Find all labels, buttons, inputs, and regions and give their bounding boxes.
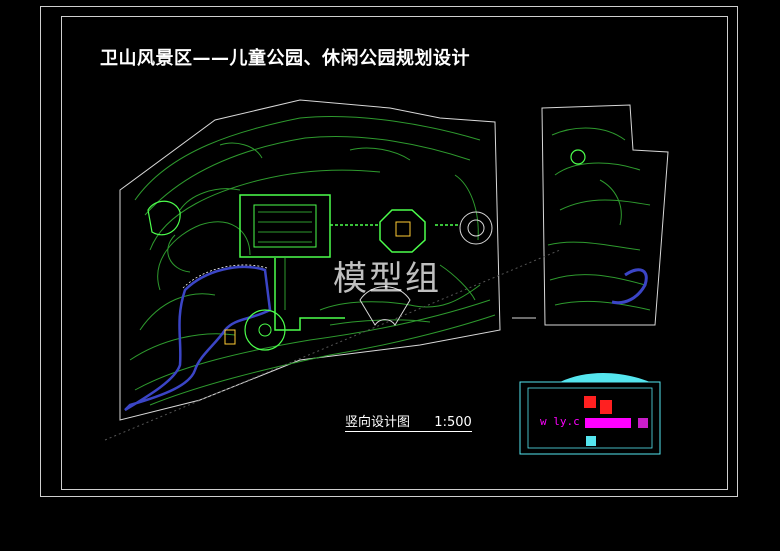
lower-round-plaza-inner <box>258 323 272 337</box>
east-park-boundary <box>541 104 669 326</box>
east-park-tree <box>570 149 586 165</box>
lake-water <box>124 265 272 412</box>
octagon-plaza <box>379 209 426 253</box>
scale-text: 1:500 <box>434 415 472 430</box>
main-contours <box>129 116 496 406</box>
drawing-frame-inner <box>61 16 728 490</box>
main-park-boundary <box>119 99 501 421</box>
lower-round-plaza <box>244 309 286 351</box>
legend-cyan-block <box>586 436 596 446</box>
scale-caption: 竖向设计图 1:500 <box>345 411 472 432</box>
east-park-pond <box>611 268 648 305</box>
drawing-frame-outer <box>40 6 738 497</box>
east-park-contours <box>547 127 651 311</box>
legend-red-block-2 <box>600 400 612 414</box>
central-plaza-inner <box>253 204 317 248</box>
octagon-center <box>395 221 411 237</box>
diagonal-leader <box>104 249 561 441</box>
legend-magenta-block <box>585 418 631 428</box>
legend-fragment-text: w ly.c <box>540 415 580 428</box>
legend-red-block-1 <box>584 396 596 408</box>
central-plaza-paving <box>258 211 312 243</box>
round-plaza <box>459 211 493 245</box>
playground-feature <box>224 329 236 345</box>
caption-text: 竖向设计图 <box>345 415 411 430</box>
round-plaza-inner <box>467 219 485 237</box>
legend-box-inner <box>527 387 653 449</box>
central-plaza <box>239 194 331 258</box>
fan-shaped-stage <box>359 286 411 326</box>
legend-mound <box>560 373 650 382</box>
lake-shore <box>182 264 268 289</box>
left-garden-feature <box>147 200 181 236</box>
south-walkway <box>274 258 345 331</box>
watermark-text: 模型组 <box>333 259 441 299</box>
drawing-title: 卫山风景区——儿童公园、休闲公园规划设计 <box>100 48 470 69</box>
legend-purple-block <box>638 418 648 428</box>
